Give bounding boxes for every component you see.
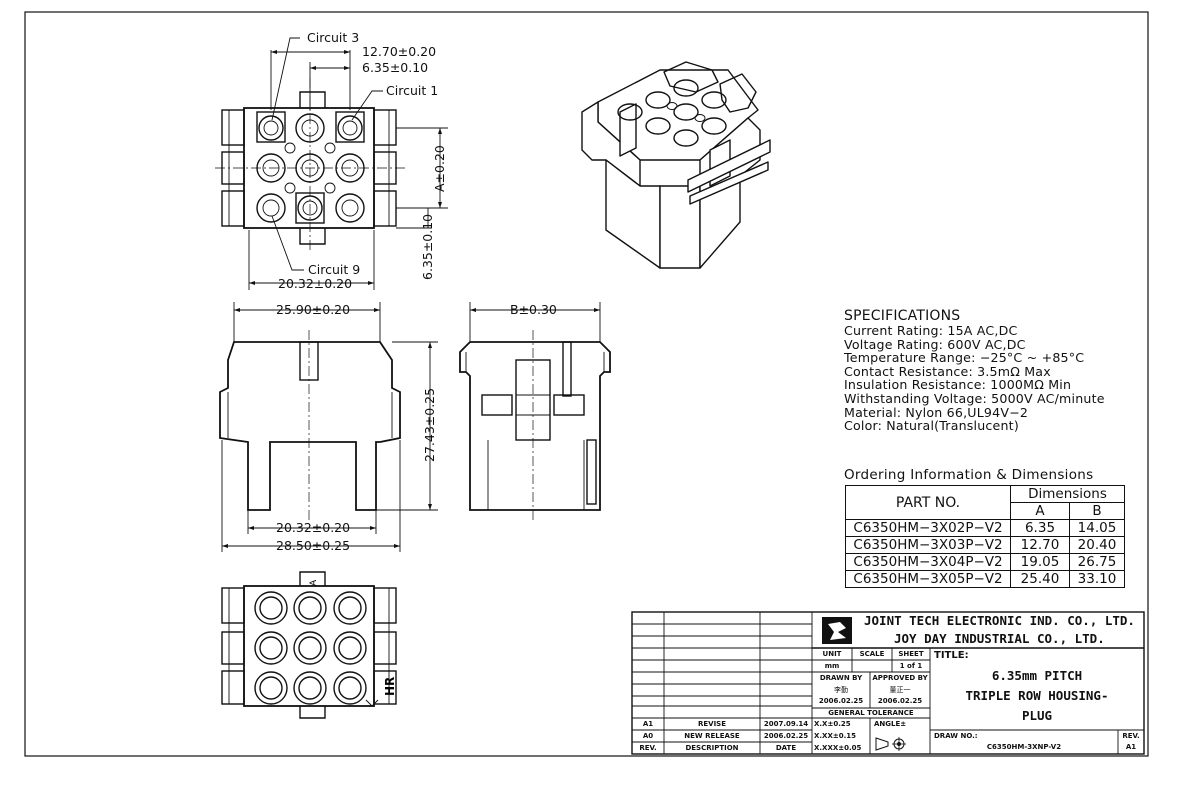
title-line-3: PLUG <box>1021 708 1053 723</box>
company-name-2: JOY DAY INDUSTRIAL CO., LTD. <box>894 631 1105 646</box>
side-view: B±0.30 <box>459 302 611 520</box>
col-a-header: A <box>1010 502 1070 520</box>
part-cell: C6350HM−3X05P−V2 <box>845 570 1011 588</box>
revision-rev: A0 <box>642 732 654 740</box>
angle-label: ANGLE± <box>874 720 907 728</box>
dim-front-inner: 20.32±0.20 <box>276 520 350 535</box>
circuit9-label: Circuit 9 <box>308 262 360 277</box>
circuit1-label: Circuit 1 <box>386 83 438 98</box>
spec-line: Voltage Rating: 600V AC,DC <box>844 336 1026 352</box>
b-cell: 26.75 <box>1069 553 1125 571</box>
b-cell: 33.10 <box>1069 570 1125 588</box>
tolerance-2: X.XX±0.15 <box>814 732 856 740</box>
dim-a: A±0.20 <box>432 145 447 192</box>
dim-front-height: 27.43±0.25 <box>422 388 437 462</box>
spec-line: Contact Resistance: 3.5mΩ Max <box>844 363 1051 379</box>
b-cell: 20.40 <box>1069 536 1125 554</box>
front-view: 25.90±0.20 20.32±0.20 28.50±0.25 27.43±0… <box>219 302 438 553</box>
sheet-value: 1 of 1 <box>899 662 923 670</box>
draw-no: C6350HM-3XNP-V2 <box>986 743 1062 751</box>
dim-pitch-x2: 12.70±0.20 <box>362 44 436 59</box>
title-block <box>631 611 1145 755</box>
revision-date: 2007.09.14 <box>763 720 809 728</box>
revision-rev: A1 <box>642 720 654 728</box>
part-no-header: PART NO. <box>845 485 1011 520</box>
approved-by-name: 董正一 <box>889 686 911 694</box>
table-row: C6350HM−3X02P−V2 6.35 14.05 <box>845 519 1125 537</box>
specifications-heading: SPECIFICATIONS <box>844 308 961 324</box>
a-cell: 12.70 <box>1010 536 1070 554</box>
bottom-mark-hr: HR <box>383 677 397 696</box>
table-row: C6350HM−3X05P−V2 25.40 33.10 <box>845 570 1125 588</box>
spec-line: Withstanding Voltage: 5000V AC/minute <box>844 390 1105 406</box>
part-cell: C6350HM−3X03P−V2 <box>845 536 1011 554</box>
table-row: C6350HM−3X04P−V2 19.05 26.75 <box>845 553 1125 571</box>
title-label: TITLE: <box>934 650 969 661</box>
title-line-2: TRIPLE ROW HOUSING- <box>965 688 1109 703</box>
drawn-by-name: 李勤 <box>834 686 848 694</box>
sheet-border <box>24 11 1149 757</box>
table-row: C6350HM−3X03P−V2 12.70 20.40 <box>845 536 1125 554</box>
dim-pitch-v: 6.35±0.10 <box>420 214 435 280</box>
dim-front-top: 25.90±0.20 <box>276 302 350 317</box>
sheet-label: SHEET <box>898 650 924 658</box>
spec-line: Color: Natural(Translucent) <box>844 418 1019 434</box>
dimensions-header: Dimensions <box>1010 485 1125 503</box>
circuit3-label: Circuit 3 <box>307 30 359 45</box>
revision-desc: NEW RELEASE <box>684 732 740 740</box>
approved-by-label: APPROVED BY <box>872 674 928 682</box>
top-view: Circuit 3 12.70±0.20 6.35±0.10 Circuit 1… <box>215 30 448 291</box>
part-cell: C6350HM−3X04P−V2 <box>845 553 1011 571</box>
spec-line: Temperature Range: −25°C ~ +85°C <box>844 350 1085 366</box>
a-cell: 19.05 <box>1010 553 1070 571</box>
rev-header: REV. <box>639 744 657 752</box>
draw-no-label: DRAW NO.: <box>934 732 978 740</box>
dim-top-width: 20.32±0.20 <box>278 276 352 291</box>
title-line-1: 6.35mm PITCH <box>991 668 1083 683</box>
a-cell: 25.40 <box>1010 570 1070 588</box>
drawn-by-label: DRAWN BY <box>819 674 863 682</box>
rev-value: A1 <box>1125 743 1137 751</box>
drawn-date: 2006.02.25 <box>818 697 864 705</box>
col-b-header: B <box>1069 502 1125 520</box>
ordering-title: Ordering Information & Dimensions <box>844 467 1094 483</box>
spec-line: Insulation Resistance: 1000MΩ Min <box>844 377 1072 393</box>
unit-label: UNIT <box>822 650 842 658</box>
isometric-view <box>581 61 771 269</box>
company-name-1: JOINT TECH ELECTRONIC IND. CO., LTD. <box>864 613 1135 628</box>
dim-b: B±0.30 <box>510 302 557 317</box>
tolerance-1: X.X±0.25 <box>814 720 851 728</box>
rev-label: REV. <box>1122 732 1140 740</box>
revision-desc: REVISE <box>697 720 727 728</box>
projection-symbol-icon <box>875 737 889 751</box>
bottom-mark-a: A <box>309 579 319 586</box>
dim-pitch: 6.35±0.10 <box>362 60 428 75</box>
spec-line: Material: Nylon 66,UL94V−2 <box>844 404 1029 420</box>
tolerance-3: X.XXX±0.05 <box>814 744 862 752</box>
a-cell: 6.35 <box>1010 519 1070 537</box>
unit-value: mm <box>824 662 840 670</box>
revision-date: 2006.02.25 <box>763 732 809 740</box>
specifications: SPECIFICATIONS Current Rating: 15A AC,DC… <box>844 309 1105 433</box>
bottom-view: A HR <box>221 571 397 719</box>
part-cell: C6350HM−3X02P−V2 <box>845 519 1011 537</box>
approved-date: 2006.02.25 <box>877 697 923 705</box>
dim-front-overall: 28.50±0.25 <box>276 538 350 553</box>
spec-line: Current Rating: 15A AC,DC <box>844 323 1018 338</box>
scale-label: SCALE <box>859 650 885 658</box>
b-cell: 14.05 <box>1069 519 1125 537</box>
date-header: DATE <box>775 744 797 752</box>
description-header: DESCRIPTION <box>685 744 739 752</box>
tolerance-label: GENERAL TOLERANCE <box>828 709 914 717</box>
ordering-table: PART NO. Dimensions A B C6350HM−3X02P−V2… <box>845 485 1125 588</box>
